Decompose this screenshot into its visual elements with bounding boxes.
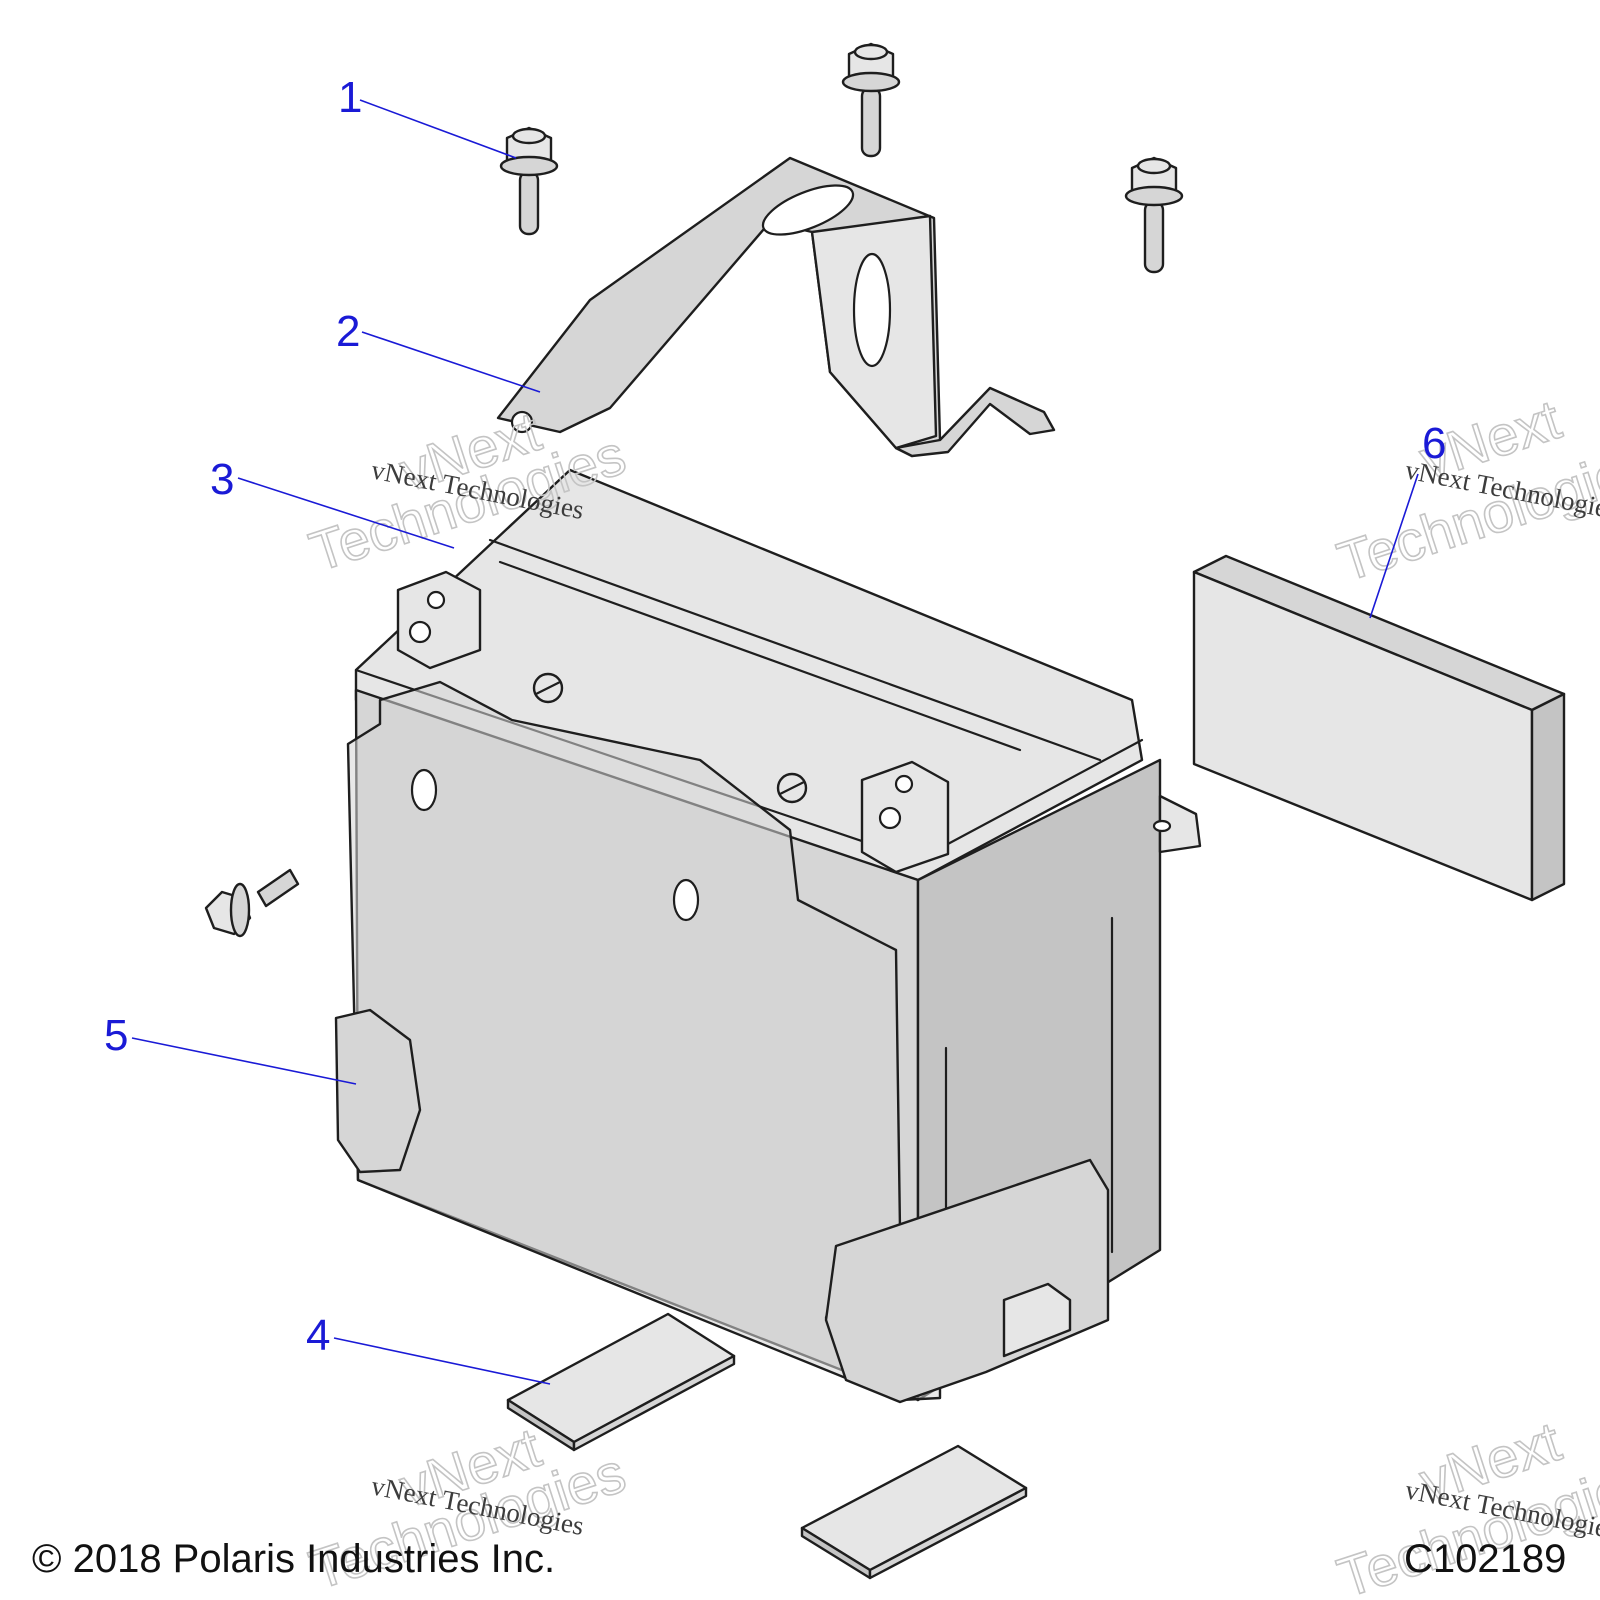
bolt-side-left [204,868,300,938]
battery-hold-down-bracket [496,156,1056,458]
copyright-text: © 2018 Polaris Industries Inc. [32,1537,555,1581]
callout-5: 5 [104,1011,128,1060]
bolt-top-center [841,42,901,158]
figure-id: C102189 [1404,1537,1566,1581]
callout-3: 3 [210,455,234,504]
bolt-top-left [499,126,559,236]
callout-6: 6 [1422,419,1446,468]
callout-2: 2 [336,307,360,356]
leader-4 [333,1337,551,1385]
callout-1: 1 [338,73,362,122]
leader-3 [237,477,455,549]
watermark-upper-right: vNext Technologies vNext Technologies [1329,386,1600,594]
leader-5 [131,1037,357,1085]
leader-6 [1369,473,1419,619]
pad-left [506,1312,736,1452]
pad-right [800,1444,1028,1580]
foam-pad [1192,554,1566,902]
bolt-top-right [1124,156,1184,274]
leader-2 [361,331,541,393]
battery-box [334,680,1202,1404]
leader-1 [359,99,517,159]
callout-4: 4 [306,1311,330,1360]
